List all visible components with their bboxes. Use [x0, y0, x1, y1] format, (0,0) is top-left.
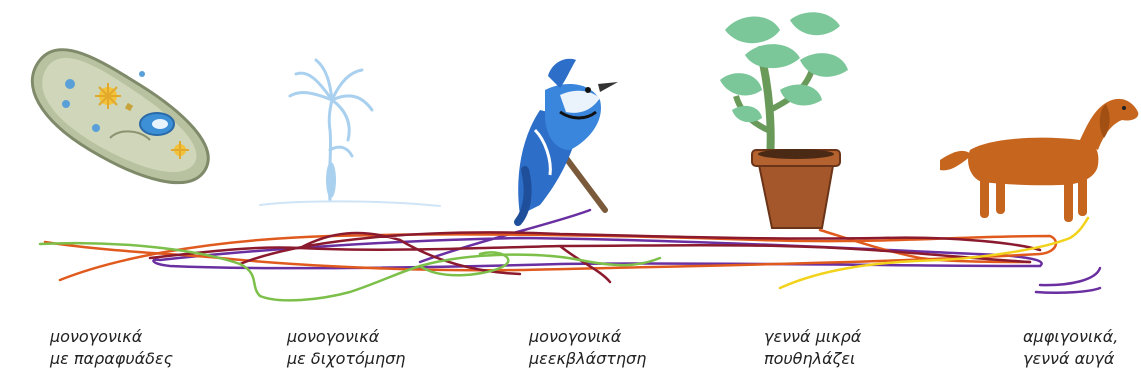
line-yellow [778, 216, 1090, 290]
caption-line2: με διχοτόμηση [287, 349, 406, 368]
caption-line2: με παραφυάδες [50, 349, 173, 368]
caption-line1: γεννά μικρά [764, 327, 862, 346]
caption-hydra: μονογονικά με διχοτόμηση [287, 326, 405, 370]
caption-dog: αμφιγονικά, γεννά αυγά [1023, 326, 1118, 370]
potted-plant-image [720, 12, 848, 229]
caption-line2: μεεκβλάστηση [529, 349, 647, 368]
hydra-image [259, 58, 441, 207]
caption-line1: αμφιγονικά, [1023, 327, 1119, 346]
dog-image [940, 98, 1139, 222]
caption-line1: μονογονικά [529, 327, 622, 346]
tangled-lines [38, 208, 1102, 302]
paramecium-image [30, 48, 210, 185]
caption-plant: γεννά μικρά πουθηλάζει [764, 326, 861, 370]
caption-line1: μονογονικά [50, 327, 143, 346]
caption-line2: γεννά αυγά [1023, 349, 1115, 368]
line-purple [152, 208, 1102, 295]
caption-blue-jay: μονογονικά μεεκβλάστηση [529, 326, 646, 370]
caption-line1: μονογονικά [287, 327, 380, 346]
caption-line2: πουθηλάζει [764, 349, 856, 368]
line-maroon [148, 231, 1042, 284]
blue-jay-image [514, 58, 618, 226]
line-green [38, 241, 662, 302]
caption-paramecium: μονογονικά με παραφυάδες [50, 326, 173, 370]
